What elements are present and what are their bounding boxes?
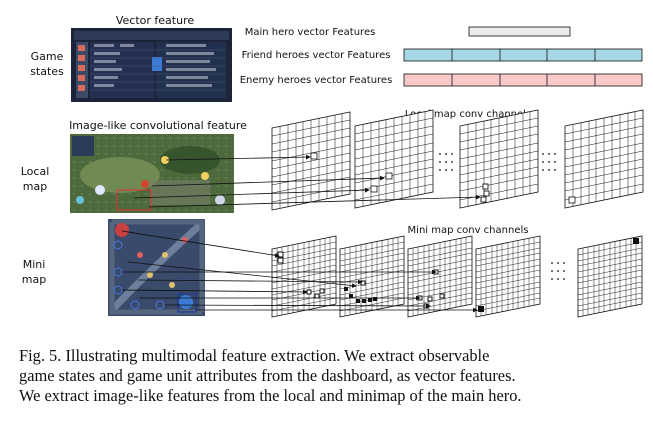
mini-ellipsis — [551, 262, 565, 280]
main-hero-vector-bar — [468, 26, 571, 37]
mini-map-arrows — [121, 230, 478, 313]
mini-channels-title: Mini map conv channels — [408, 225, 529, 236]
local-map-arrows — [133, 154, 481, 208]
mini-map-label-1: Mini — [23, 258, 46, 271]
local-grid-2 — [354, 109, 434, 209]
friend-heroes-vector-label: Friend heroes vector Features — [242, 50, 391, 61]
local-grid-3 — [459, 109, 539, 209]
local-channels-title: Local map conv channels — [405, 109, 531, 120]
game-states-label-1: Game — [31, 50, 64, 63]
enemy-heroes-vector-label: Enemy heroes vector Features — [240, 75, 393, 86]
caption-line-1: Fig. 5. Illustrating multimodal feature … — [19, 346, 490, 365]
mini-map-screenshot — [108, 219, 205, 316]
local-grid-4 — [564, 109, 644, 209]
local-ellipsis-1 — [439, 153, 453, 171]
dashboard-screenshot — [71, 28, 232, 102]
local-grid-1 — [271, 111, 351, 211]
local-ellipsis-2 — [542, 153, 556, 171]
local-map-label-1: Local — [21, 165, 50, 178]
image-feature-title: Image-like convolutional feature — [69, 119, 247, 132]
mini-grid-4 — [475, 235, 541, 318]
friend-heroes-vector-bar — [403, 48, 643, 62]
caption-line-2: game states and game unit attributes fro… — [19, 366, 516, 385]
figure-caption: Fig. 5. Illustrating multimodal feature … — [19, 346, 639, 406]
vector-feature-title: Vector feature — [116, 14, 194, 27]
local-map-screenshot — [70, 134, 234, 213]
enemy-heroes-vector-bar — [403, 73, 643, 87]
mini-map-label-2: map — [22, 273, 46, 286]
mini-grid-1 — [271, 235, 337, 318]
mini-grid-3 — [407, 235, 473, 318]
local-map-label-2: map — [23, 180, 47, 193]
game-states-label-2: states — [30, 65, 64, 78]
main-hero-vector-label: Main hero vector Features — [245, 27, 376, 38]
mini-grid-5 — [577, 235, 643, 318]
caption-line-3: We extract image-like features from the … — [19, 386, 522, 405]
mini-grid-2 — [339, 235, 405, 318]
